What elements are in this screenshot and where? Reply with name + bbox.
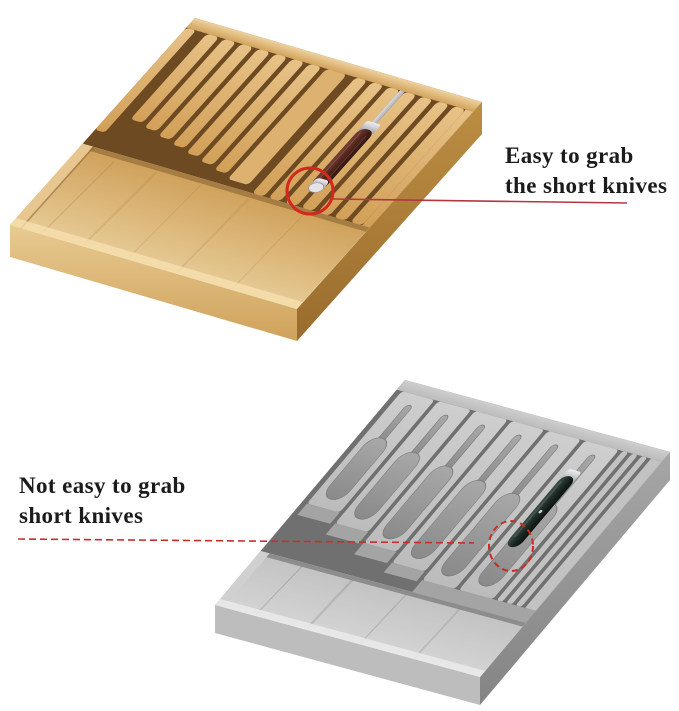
bamboo-top-face [9,18,482,310]
slat-front-face [412,580,536,623]
tray-front-highlight [215,599,486,677]
slat-front-face [354,542,397,564]
handle-highlight [513,481,562,538]
gray-handle-tray [215,551,526,677]
knife-slot-fin [352,106,464,225]
top-callout-line1: Easy to grab [505,143,634,168]
back-rail [396,380,671,462]
knife-slot-fin [253,78,366,196]
bottom-callout-text: Not easy to grab short knives [19,471,186,531]
knife-slot-fin [216,64,320,173]
tray-left-lip [215,551,270,608]
tray-lip-edge [20,146,95,229]
knife-recessed-in-gray-slot [507,469,581,548]
wood-grain [231,214,304,289]
gray-knife-organizer [215,380,671,705]
wood-grain [82,171,158,246]
gray-top-face [215,380,671,677]
knife-handle [312,129,372,189]
top-highlight-circle [285,166,335,216]
knife-slot-fin [286,87,399,206]
knife-slot-fin [174,49,269,148]
narrow-rib [497,451,628,602]
wood-grain [43,161,115,232]
slat-front-face [297,503,340,524]
tray-shadow-line [257,551,526,627]
right-outer-wall [362,109,474,228]
right-outer-wall [525,458,662,611]
handle-well [382,465,454,540]
gray-right-side-wall [480,452,670,705]
slat-front-face [325,523,369,544]
knife-butt-cap-end [308,182,325,193]
wood-grain [255,565,303,615]
bamboo-front-face [10,225,297,341]
bottom-callout-line1: Not easy to grab [19,473,186,498]
top-callout-text: Easy to grab the short knives [505,141,667,201]
bamboo-right-side-wall [297,102,482,341]
bamboo-knife-organizer [9,18,482,341]
knife-slot-fin [96,28,195,132]
middle-divider [229,69,345,185]
knife-slot-fin [202,59,303,165]
wood-grain [306,579,354,629]
wood-grain [128,184,202,259]
wood-grain [414,608,461,658]
slat-front-face [383,562,425,582]
tray-front-highlight [9,218,303,310]
bottom-callout-line2: short knives [19,503,144,528]
narrow-rib [507,453,637,604]
wood-grain [176,198,250,273]
tray-left-lip [9,143,93,229]
back-rail [186,18,482,112]
bottom-highlight-dashed-circle [488,520,534,572]
knife-slot-fin [335,102,448,220]
knife-blade [368,90,405,128]
handle-rivet [538,509,543,514]
top-callout-line2: the short knives [505,173,668,198]
narrow-rib [516,456,647,607]
handle-well [410,479,487,559]
knife-slot-fin [146,39,235,131]
top-leader-line [332,198,628,204]
knife-slot-fin [160,44,252,139]
knife-slot-fin [132,34,218,122]
bottom-leader-dashed-line [17,538,475,544]
knife-slot-fin [319,97,432,215]
bamboo-handle-tray [9,143,370,310]
knife-in-bamboo-slot [308,90,405,193]
handle-well [354,451,420,520]
handle-grain [322,135,367,185]
gray-front-face [215,605,480,705]
knife-slot-fin [188,54,286,156]
handle-well [325,437,388,500]
wood-grain [360,593,408,643]
